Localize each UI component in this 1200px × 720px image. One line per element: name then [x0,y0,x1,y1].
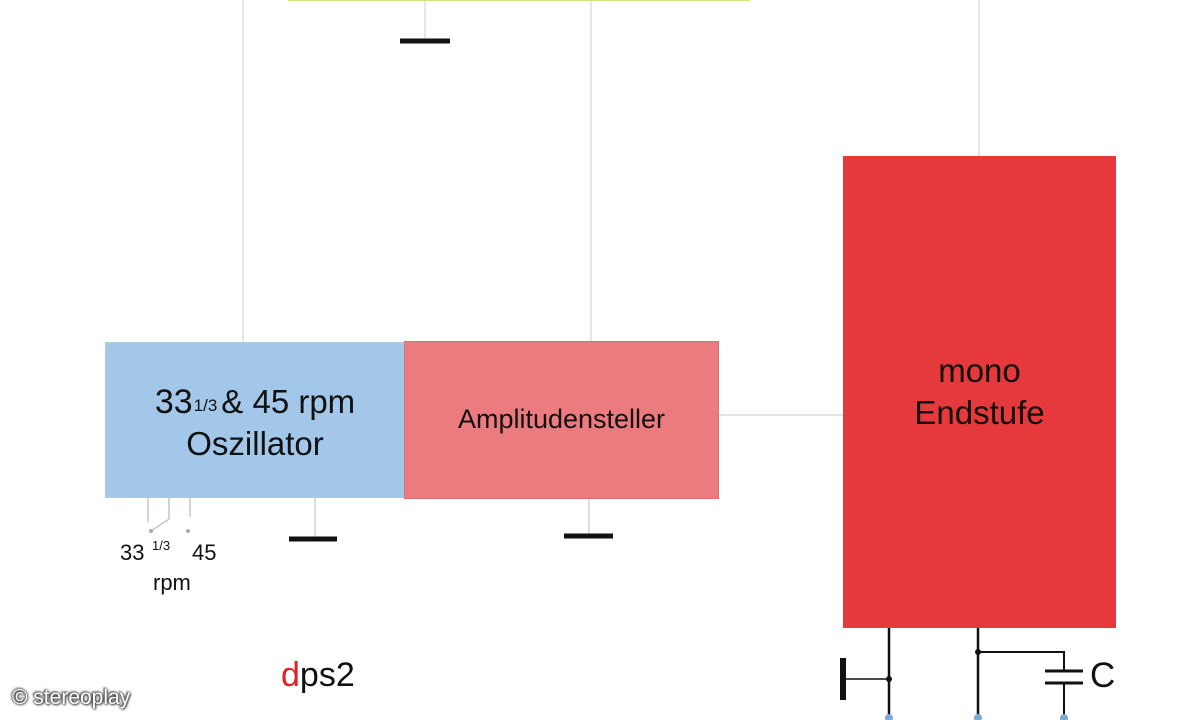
oscillator-speed-33: 33 [154,383,193,421]
model-prefix: d [281,656,300,694]
amplitude-block: Amplitudensteller [404,341,719,499]
switch-node [886,676,892,682]
speed-switch-label-fraction: 1/3 [152,538,171,553]
oscillator-speed-45: & 45 rpm [221,383,356,420]
watermark: © stereoplay [12,686,131,709]
oscillator-title-line2: Oszillator [186,425,324,462]
speed-switch-label-45: 45 [192,540,217,565]
cap-wire [978,651,1065,662]
oscillator-speed-fraction: 1/3 [193,396,218,415]
amplifier-label-line2: Endstufe [914,394,1045,431]
speed-switch-unit: rpm [153,570,191,595]
model-suffix: ps2 [299,656,355,694]
speed-switch-label-33: 33 [120,540,145,565]
oscillator-block: 331/3& 45 rpm Oszillator [105,342,405,498]
amplifier-block: mono Endstufe [843,156,1116,628]
speed-switch [147,498,191,533]
output-terminals [885,714,1068,720]
capacitor-label: C [1090,656,1116,695]
amplifier-label-line1: mono [938,352,1021,389]
model-label: dps2 [281,656,355,695]
cap-node [975,649,981,655]
oscillator-title-line1: 331/3& 45 rpm [106,383,404,422]
amplitude-label: Amplitudensteller [457,404,666,434]
